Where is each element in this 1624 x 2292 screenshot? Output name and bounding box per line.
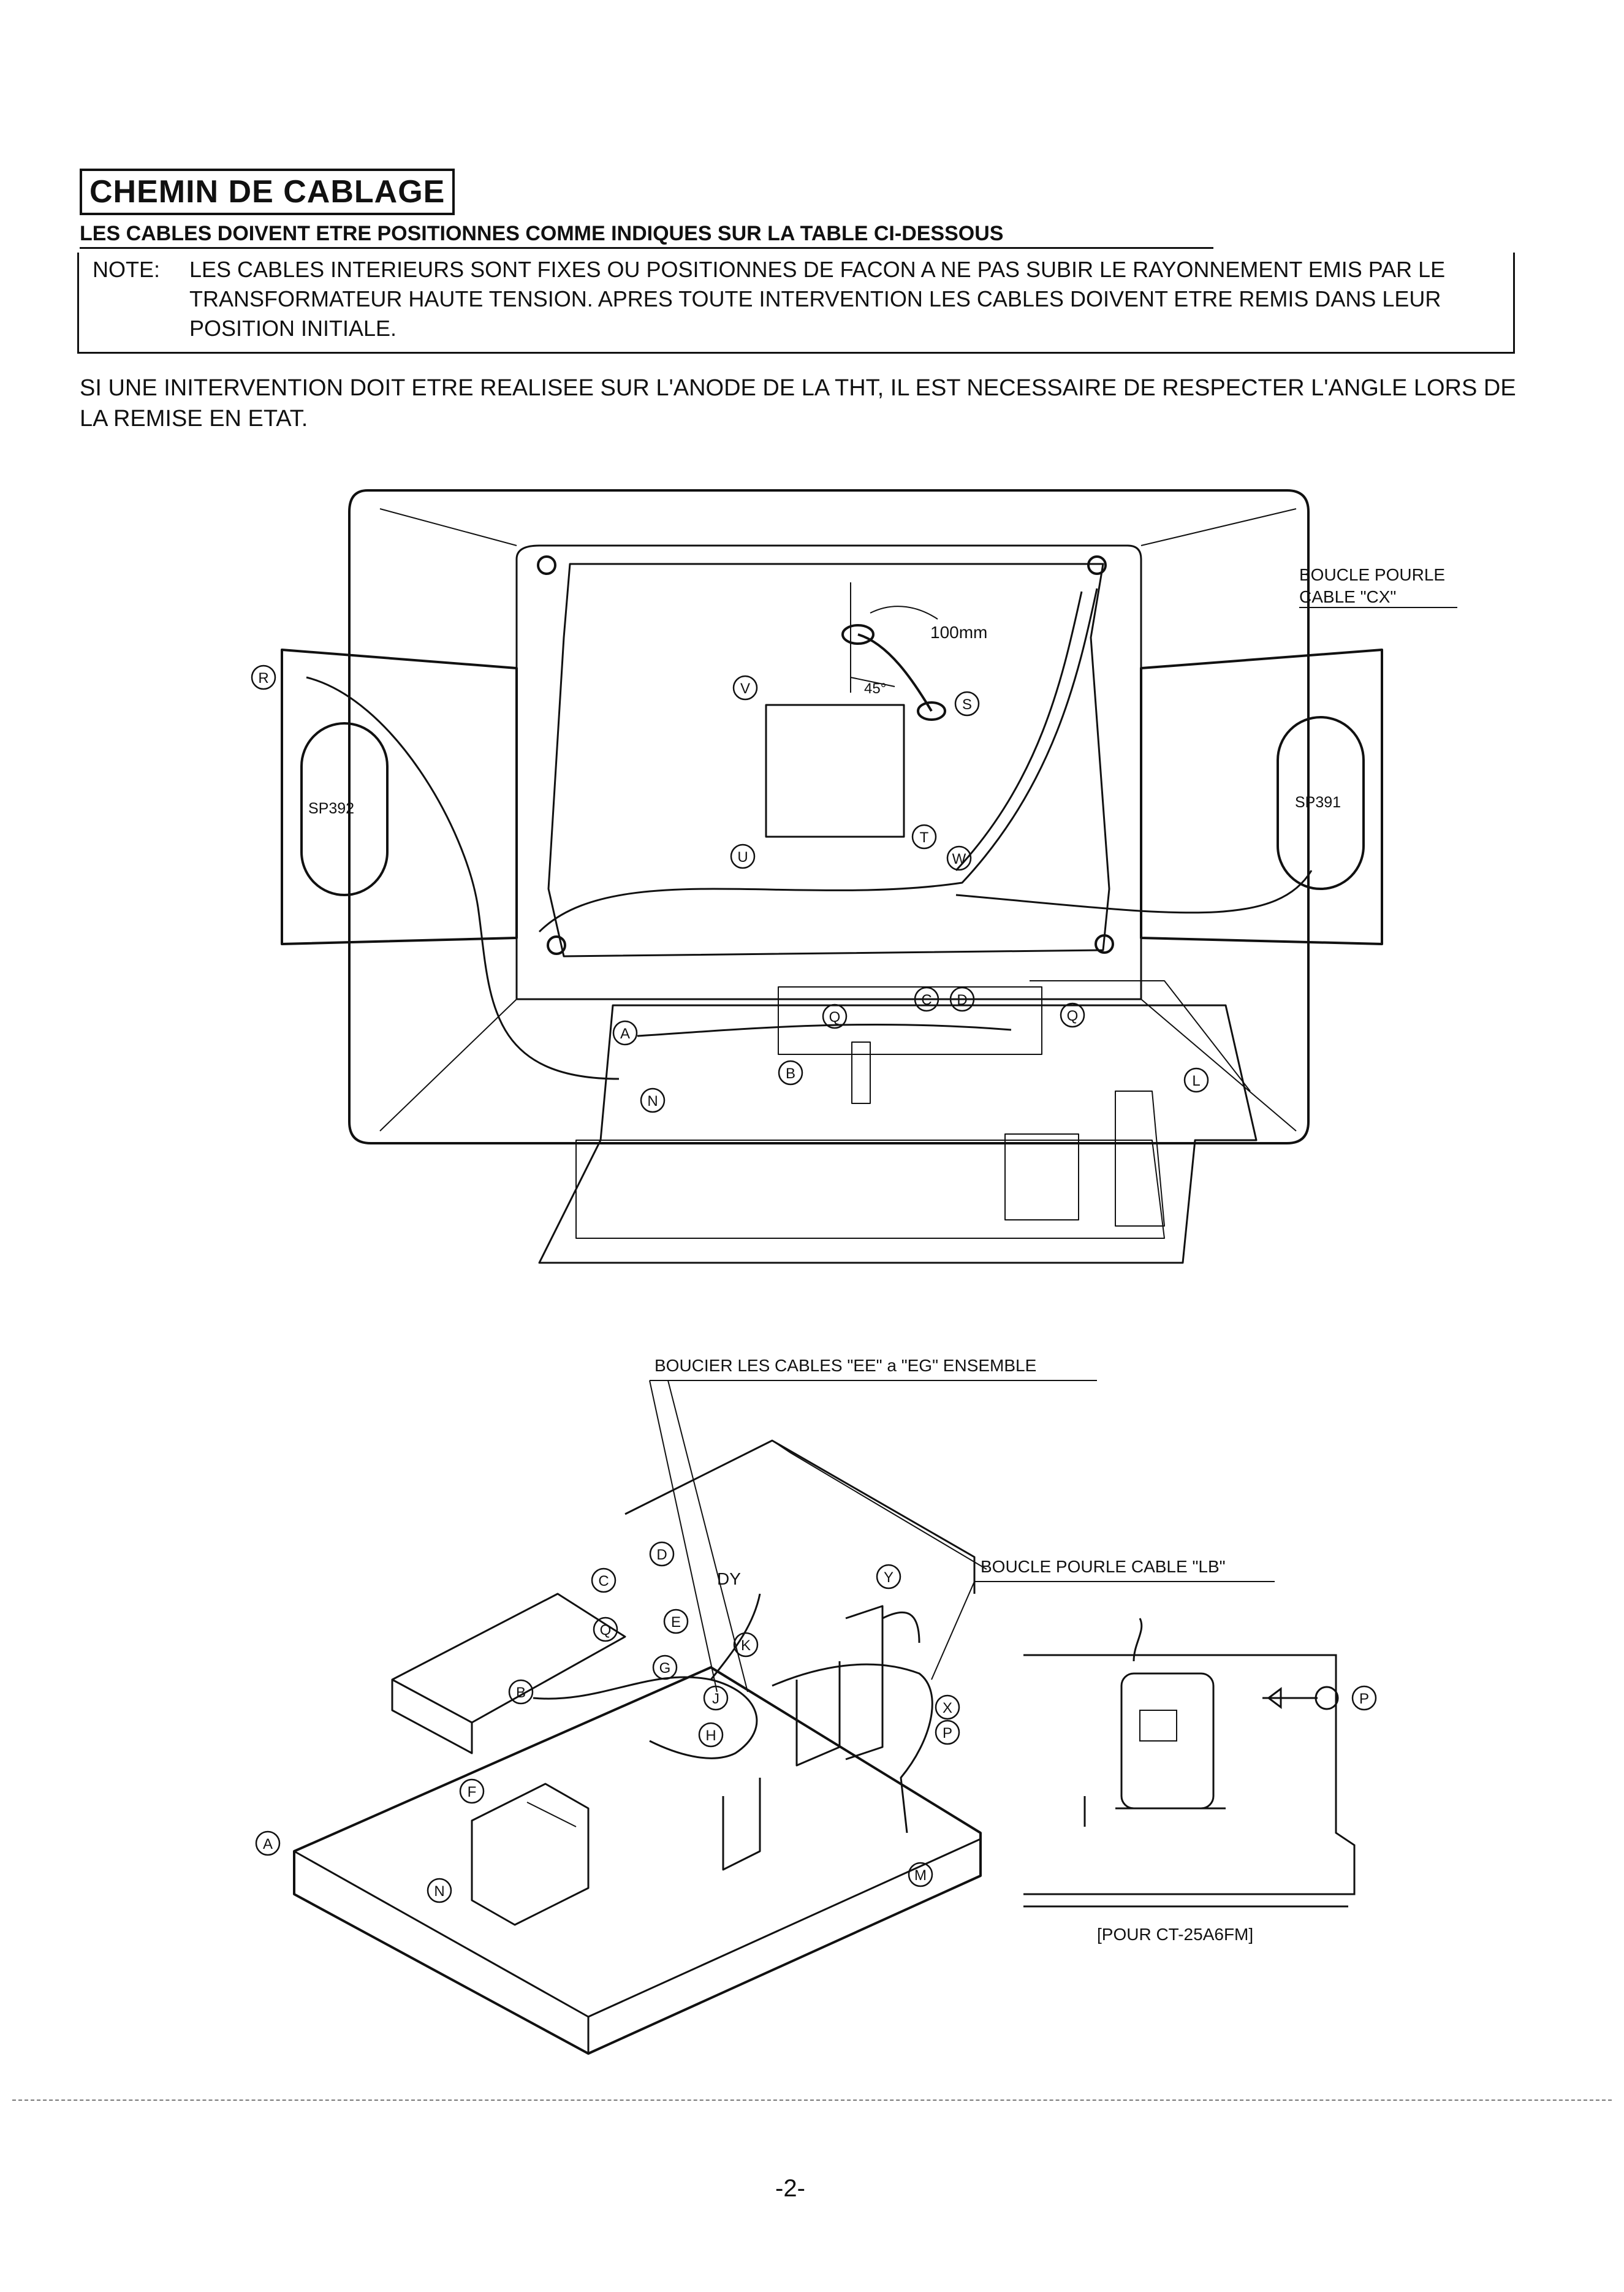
marker-q: Q xyxy=(829,1009,841,1026)
marker-q-right: Q xyxy=(1067,1008,1079,1024)
anode-warning: SI UNE INITERVENTION DOIT ETRE REALISEE … xyxy=(80,375,1516,432)
marker-l: L xyxy=(1192,1073,1200,1089)
section-subtitle: LES CABLES DOIVENT ETRE POSITIONNES COMM… xyxy=(80,222,1213,249)
callout-ee-eg: BOUCIER LES CABLES "EE" a "EG" ENSEMBLE xyxy=(655,1356,1037,1375)
marker-d: D xyxy=(656,1547,667,1563)
marker-m: M xyxy=(914,1867,927,1884)
footer-separator xyxy=(12,2100,1612,2101)
marker-h: H xyxy=(705,1727,716,1744)
marker-n: N xyxy=(434,1883,444,1900)
marker-w: W xyxy=(952,851,966,867)
marker-c: C xyxy=(921,992,932,1008)
marker-j: J xyxy=(712,1691,719,1707)
inset-caption: [POUR CT-25A6FM] xyxy=(1097,1925,1254,1944)
page-number: -2- xyxy=(775,2175,805,2202)
dimension-label: 100mm xyxy=(930,623,988,642)
angle-label: 45° xyxy=(864,680,887,697)
marker-e: E xyxy=(671,1614,681,1631)
callout-cx-line2: CABLE "CX" xyxy=(1299,587,1458,608)
marker-a: A xyxy=(263,1836,273,1852)
speaker-sp391-label: SP391 xyxy=(1295,794,1341,811)
marker-b: B xyxy=(786,1065,795,1082)
callout-lb: BOUCLE POURLE CABLE "LB" xyxy=(981,1557,1226,1576)
marker-p: P xyxy=(943,1725,952,1742)
marker-g: G xyxy=(659,1660,671,1677)
marker-n: N xyxy=(647,1093,658,1110)
marker-k: K xyxy=(741,1637,751,1654)
marker-s: S xyxy=(962,696,972,713)
marker-t: T xyxy=(920,829,929,846)
marker-c: C xyxy=(598,1573,609,1590)
marker-u: U xyxy=(737,849,748,866)
speaker-sp392-label: SP392 xyxy=(308,800,355,817)
note-text: LES CABLES INTERIEURS SONT FIXES OU POSI… xyxy=(189,257,1446,341)
marker-x: X xyxy=(943,1700,952,1716)
note-box: NOTE: LES CABLES INTERIEURS SONT FIXES O… xyxy=(77,253,1515,354)
note-label: NOTE: xyxy=(93,257,161,282)
marker-q: Q xyxy=(600,1622,612,1639)
marker-d: D xyxy=(957,992,967,1008)
marker-r: R xyxy=(258,670,268,687)
marker-v: V xyxy=(740,680,750,697)
marker-p-inset: P xyxy=(1359,1691,1369,1707)
marker-y: Y xyxy=(884,1569,894,1586)
section-title: CHEMIN DE CABLAGE xyxy=(80,169,455,215)
marker-b: B xyxy=(516,1685,526,1701)
marker-f: F xyxy=(468,1784,477,1800)
marker-a: A xyxy=(620,1026,630,1042)
dy-label: DY xyxy=(717,1569,741,1588)
callout-cx-line1: BOUCLE POURLE xyxy=(1299,565,1446,584)
